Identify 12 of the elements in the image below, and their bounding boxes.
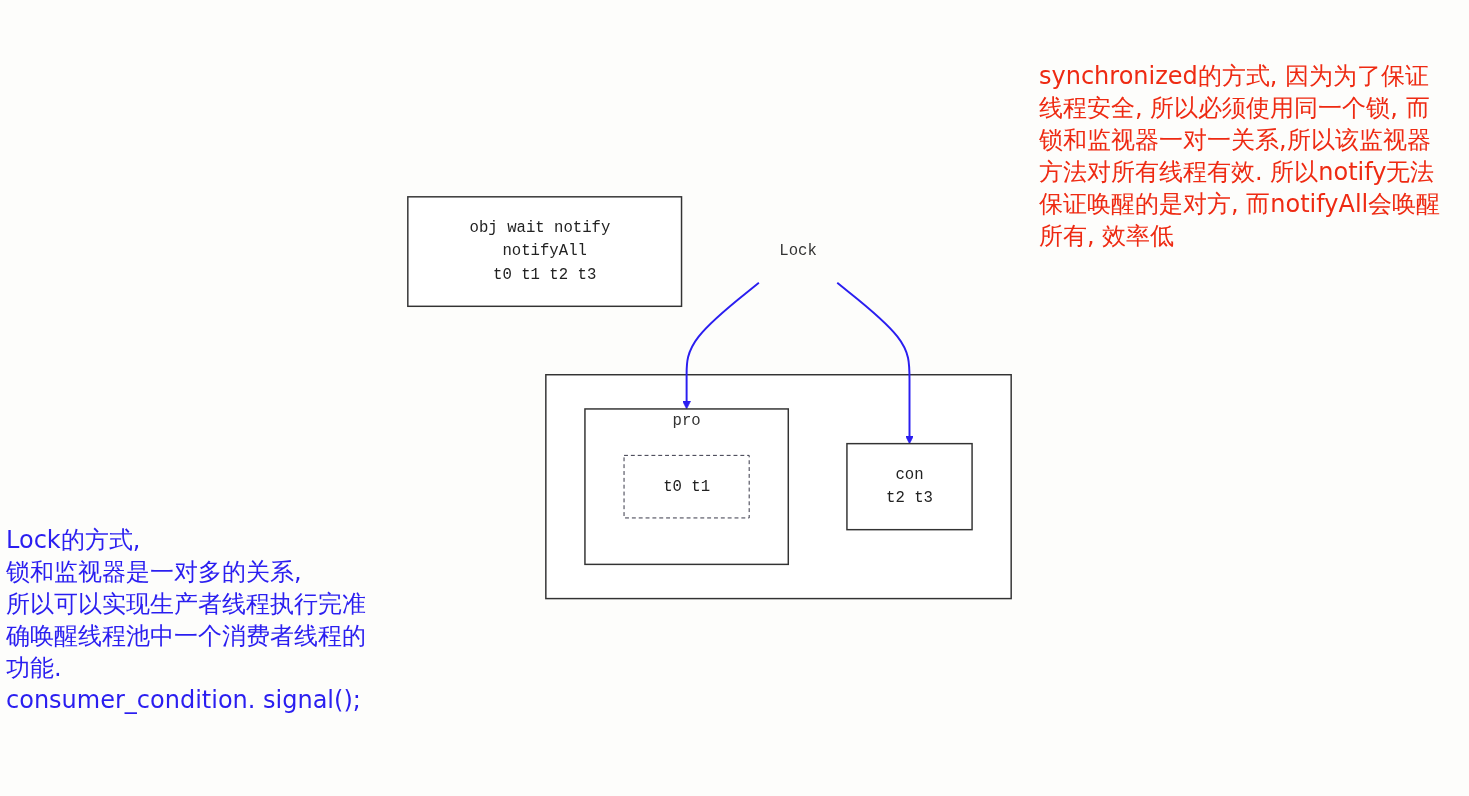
arrow [682, 282, 760, 410]
note-text: synchronized的方式, 因为为了保证线程安全, 所以必须使用同一个锁, 而锁和监视器一对一关系,所以该监视器方法对所有线程有效. 所以notify无法保证唤醒的是对方, 而notifyAll会唤醒所有, 效率低 [1039, 61, 1442, 252]
node-box: obj wait notify notifyAll t0 t1 t2 t3 [407, 196, 683, 308]
note-text: 锁和监视器是一对多的关系, [6, 557, 303, 588]
node-text: Lock [779, 243, 817, 261]
cluster [545, 374, 1012, 600]
node-box: con t2 t3 [846, 443, 973, 531]
node-box: t0 t1 [623, 455, 750, 519]
note-text: 所以可以实现生产者线程执行完准确唤醒线程池中一个消费者线程的功能. [6, 589, 367, 684]
arrow [836, 282, 914, 445]
note-text: Lock的方式, [6, 525, 142, 556]
note-text: consumer_condition. signal(); [6, 685, 362, 716]
